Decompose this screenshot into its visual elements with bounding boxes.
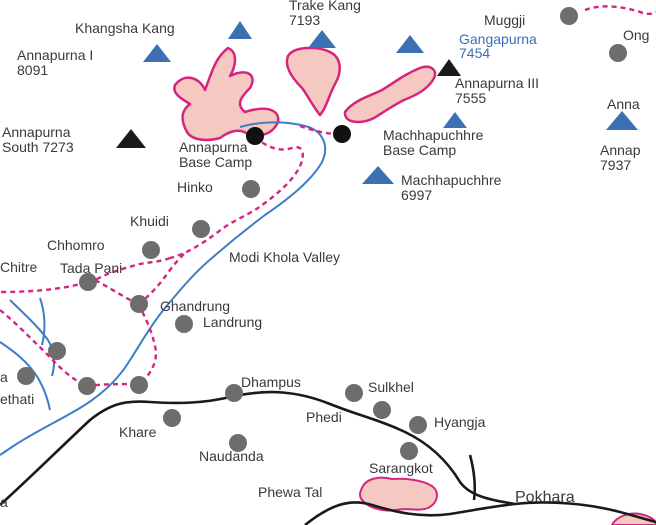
tributary-3 <box>39 297 46 346</box>
label-ong: Ong <box>623 27 649 43</box>
label-khangsha-kang: Khangsha Kang <box>75 20 175 36</box>
label-chhomro: Chhomro <box>47 237 105 253</box>
villages <box>17 7 627 460</box>
village-khare-dot <box>163 409 181 427</box>
label-a-left: a <box>0 369 8 385</box>
label-annapurna-i-1: Annapurna I <box>17 47 93 63</box>
glacier-trake <box>285 46 341 117</box>
village-sulkhel-dot <box>345 384 363 402</box>
label-chitre: Chitre <box>0 259 38 275</box>
road-pokhara-east <box>514 501 656 524</box>
village-landrung-dot <box>175 315 193 333</box>
rivers <box>0 121 327 456</box>
camp-machhapuchhre-base <box>333 125 351 143</box>
label-naudanda: Naudanda <box>199 448 264 464</box>
label-sulkhel: Sulkhel <box>368 379 414 395</box>
trail-tadapani-ghandrung <box>94 278 139 306</box>
peak-annapurna-right <box>606 111 638 130</box>
peak-annapurna-i <box>143 44 171 62</box>
road-main <box>0 390 516 506</box>
label-sarangkot: Sarangkot <box>369 460 433 476</box>
label-machhapuchhre-2: 6997 <box>401 187 432 203</box>
label-dhampus: Dhampus <box>241 374 301 390</box>
village-khuidi-dot <box>192 220 210 238</box>
label-phewa-tal: Phewa Tal <box>258 484 322 500</box>
label-gangapurna-1: Gangapurna <box>459 31 537 47</box>
village-naudanda-dot <box>229 434 247 452</box>
peak-annapurna-iii <box>437 59 461 76</box>
label-landrung: Landrung <box>203 314 262 330</box>
peaks <box>116 21 638 184</box>
village-ghandrung-dot <box>130 295 148 313</box>
label-trake-kang-1: Trake Kang <box>289 0 361 13</box>
label-abc-2: Base Camp <box>179 154 252 170</box>
label-mbc-1: Machhapuchhre <box>383 127 484 143</box>
label-khuidi: Khuidi <box>130 213 169 229</box>
label-trake-kang-2: 7193 <box>289 12 320 28</box>
label-muggji: Muggji <box>484 12 525 28</box>
label-pokhara: Pokhara <box>515 489 575 506</box>
label-mbc-2: Base Camp <box>383 142 456 158</box>
glaciers <box>173 46 437 142</box>
label-a-bottom: a <box>0 494 8 510</box>
label-annapurna-right-2-2: 7937 <box>600 157 631 173</box>
village-sarangkot-dot <box>400 442 418 460</box>
village-unnamed-1-dot <box>48 342 66 360</box>
roads <box>0 390 656 525</box>
village-tada-pani-dot <box>79 273 97 291</box>
village-hinko-dot <box>242 180 260 198</box>
road-to-pokhara-north <box>468 454 477 501</box>
peak-annapurna-south <box>116 129 146 148</box>
trail-ghandrung-down <box>136 303 158 383</box>
trail-top-right <box>584 5 656 16</box>
village-a-left-dot <box>17 367 35 385</box>
label-annapurna-iii-1: Annapurna III <box>455 75 539 91</box>
label-annapurna-i-2: 8091 <box>17 62 48 78</box>
label-annapurna-south-2: South 7273 <box>2 139 74 155</box>
label-abc-1: Annapurna <box>179 139 248 155</box>
peak-khangsha-kang <box>228 21 252 39</box>
peak-machhapuchhre <box>362 166 394 184</box>
label-machhapuchhre-1: Machhapuchhre <box>401 172 502 188</box>
trail-main <box>169 136 304 260</box>
village-phedi-dot <box>373 401 391 419</box>
label-annapurna-right: Anna <box>607 96 640 112</box>
label-tada-pani: Tada Pani <box>60 260 122 276</box>
peak-trake-kang <box>308 30 336 48</box>
tributary-2 <box>9 299 56 377</box>
village-unnamed-3-dot <box>130 376 148 394</box>
trail-west-loop <box>0 309 87 388</box>
glacier-machhapuchhre <box>343 65 437 124</box>
label-hyangja: Hyangja <box>434 414 486 430</box>
label-hinko: Hinko <box>177 179 213 195</box>
village-ong-dot <box>609 44 627 62</box>
label-phedi: Phedi <box>306 409 342 425</box>
peak-annapurna-iii-blue <box>443 112 467 128</box>
label-annapurna-iii-2: 7555 <box>455 90 486 106</box>
modi-khola-river <box>0 121 327 456</box>
village-hyangja-dot <box>409 416 427 434</box>
camp-annapurna-base <box>246 127 264 145</box>
label-ethati: ethati <box>0 391 34 407</box>
road-pokhara-west <box>304 501 516 525</box>
village-unnamed-2-dot <box>78 377 96 395</box>
label-gangapurna-2: 7454 <box>459 45 490 61</box>
village-muggji-dot <box>560 7 578 25</box>
village-dhampus-dot <box>225 384 243 402</box>
label-annapurna-south-1: Annapurna <box>2 124 71 140</box>
label-annapurna-right-2-1: Annap <box>600 142 641 158</box>
trail-ghandrung-up <box>137 253 185 305</box>
trail-chitre <box>0 278 96 294</box>
label-ghandrung: Ghandrung <box>160 298 230 314</box>
peak-gangapurna <box>396 35 424 53</box>
tributary-1 <box>0 341 51 411</box>
label-khare: Khare <box>119 424 157 440</box>
trail-chhomro-tadapani <box>94 256 171 282</box>
village-chhomro-dot <box>142 241 160 259</box>
glacier-annapurna <box>173 46 280 142</box>
label-modi-khola-valley: Modi Khola Valley <box>229 249 340 265</box>
